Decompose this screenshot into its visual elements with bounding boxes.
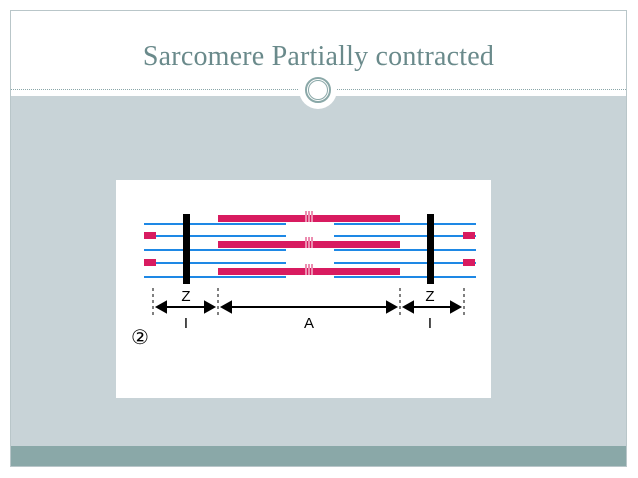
slide-title: Sarcomere Partially contracted — [142, 41, 495, 72]
z-disc-right — [427, 214, 434, 284]
z-label-left: Z — [181, 288, 190, 305]
sarcomere-figure: Z Z I A I ② — [116, 180, 491, 398]
thick-filament-fragment-left-2 — [144, 259, 156, 266]
thick-filament-fragment-right-1 — [463, 232, 475, 239]
band-boundaries — [152, 288, 465, 318]
i-band-label-left: I — [184, 315, 188, 332]
m-line-marks — [305, 211, 313, 268]
ornament-inner-ring — [308, 80, 328, 100]
sarcomere-diagram: Z Z I A I ② — [131, 211, 476, 349]
z-label-right: Z — [425, 288, 434, 305]
footer-bar — [11, 446, 626, 466]
i-band-label-right: I — [428, 315, 432, 332]
band-arrows — [154, 300, 463, 314]
thick-filament-fragment-left-1 — [144, 232, 156, 239]
thick-filament-fragment-right-2 — [463, 259, 475, 266]
a-band-label: A — [304, 315, 314, 332]
step-number: ② — [131, 325, 149, 349]
z-disc-left — [183, 214, 190, 284]
